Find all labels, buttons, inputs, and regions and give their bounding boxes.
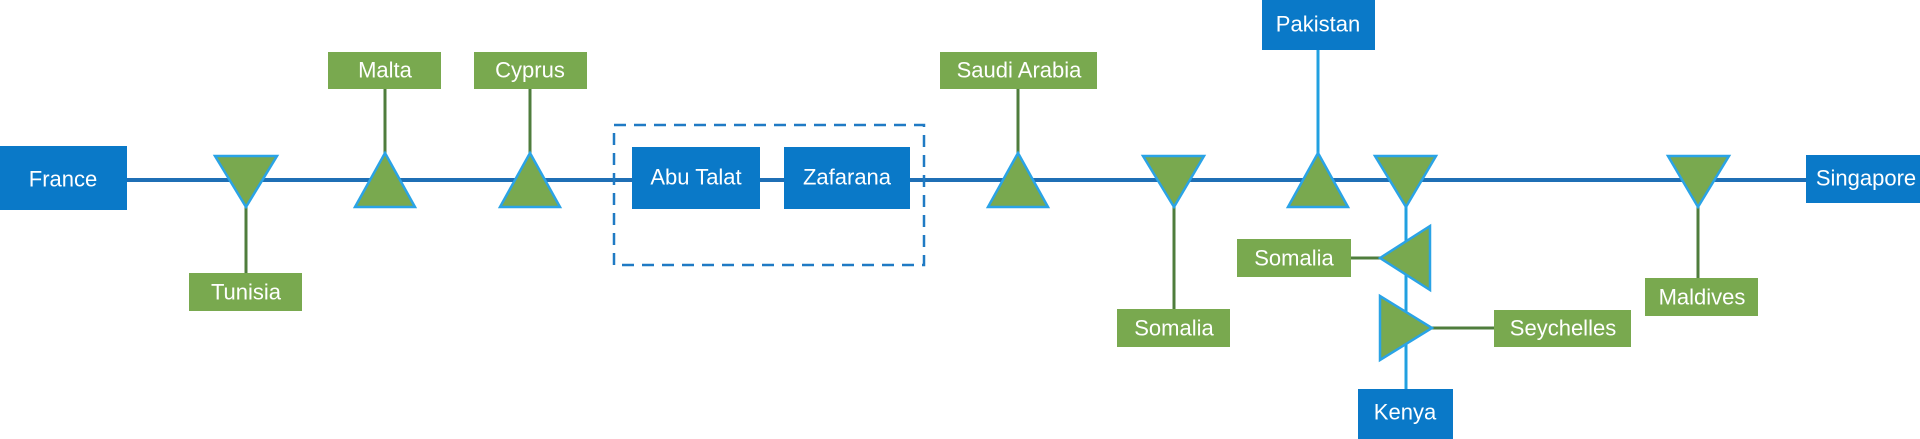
- branch-maldives: Maldives: [1645, 278, 1758, 316]
- station-kenya-label: Kenya: [1374, 400, 1437, 425]
- branch-saudi-arabia: Saudi Arabia: [940, 52, 1097, 89]
- branch-unit-cyprus: [497, 150, 563, 209]
- branch-somalia-1: Somalia: [1117, 309, 1230, 347]
- branch-unit-maldives: [1665, 154, 1732, 210]
- branch-somalia-1-label: Somalia: [1134, 316, 1214, 341]
- station-abu-talat-label: Abu Talat: [650, 165, 741, 190]
- branch-somalia-2: Somalia: [1237, 239, 1351, 277]
- branch-saudi-arabia-label: Saudi Arabia: [957, 58, 1083, 83]
- dashed-group-box: [612, 123, 926, 267]
- branch-tunisia-label: Tunisia: [211, 280, 282, 305]
- branch-seychelles: Seychelles: [1494, 310, 1631, 347]
- branch-unit-pakistan: [1285, 150, 1351, 209]
- branch-unit-somalia-2: [1377, 223, 1432, 293]
- branch-somalia-2-label: Somalia: [1254, 246, 1334, 271]
- station-france-label: France: [29, 167, 97, 192]
- station-kenya: Kenya: [1358, 389, 1453, 439]
- branch-unit-saudi-arabia: [985, 150, 1051, 209]
- station-zafarana-label: Zafarana: [803, 165, 892, 190]
- branch-seychelles-label: Seychelles: [1510, 316, 1616, 341]
- station-zafarana: Zafarana: [784, 147, 910, 209]
- branch-malta-label: Malta: [358, 58, 413, 83]
- branch-malta: Malta: [328, 52, 441, 89]
- station-pakistan-label: Pakistan: [1276, 12, 1360, 37]
- branch-unit-kenya: [1372, 154, 1439, 210]
- branch-unit-tunisia: [212, 154, 280, 210]
- station-abu-talat: Abu Talat: [632, 147, 760, 209]
- station-singapore: Singapore: [1806, 155, 1920, 203]
- branch-unit-seychelles: [1378, 293, 1435, 363]
- branch-maldives-label: Maldives: [1659, 285, 1746, 310]
- station-singapore-label: Singapore: [1816, 166, 1916, 191]
- branch-unit-somalia-1: [1140, 154, 1207, 210]
- branch-tunisia: Tunisia: [189, 273, 302, 311]
- station-france: France: [0, 146, 127, 210]
- branch-unit-malta: [352, 150, 418, 209]
- station-pakistan: Pakistan: [1262, 0, 1375, 50]
- branch-cyprus: Cyprus: [474, 52, 587, 89]
- branch-cyprus-label: Cyprus: [495, 58, 565, 83]
